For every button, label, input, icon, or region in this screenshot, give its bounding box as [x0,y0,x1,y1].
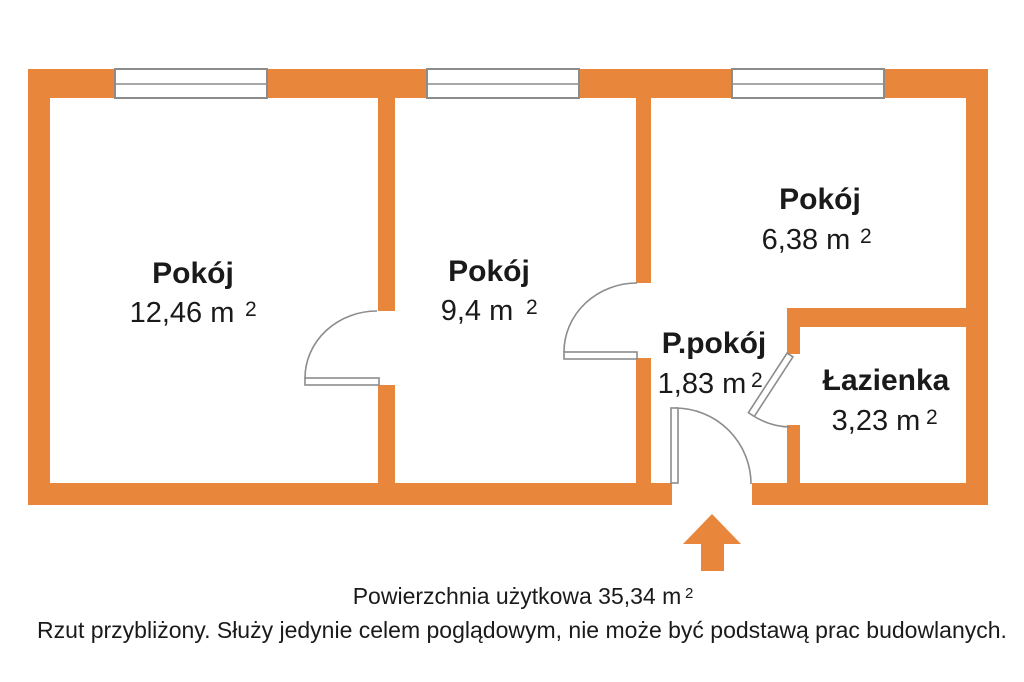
room1-label: Pokój 12,46 m 2 [130,257,257,329]
room-name-label: Łazienka [823,364,950,397]
room-name-label: Pokój [779,183,861,216]
room-area-label: 9,4 m [441,295,514,327]
hall-label: P.pokój 1,83 m 2 [658,327,767,400]
room-labels: Pokój 12,46 m 2 Pokój 9,4 m 2 Pokój 6,38… [130,183,950,437]
door-symbol-bathroom [747,351,795,428]
window-symbol [731,68,885,99]
doors [304,282,795,485]
room-area-sup: 2 [245,298,257,321]
wall-right [966,69,988,505]
door-symbol-room2 [563,282,638,360]
disclaimer-label: Rzut przybliżony. Służy jedynie celem po… [37,617,1007,643]
door-symbol-room1 [304,310,380,386]
room-name-label: Pokój [448,255,530,288]
wall-room2-hall-lower [636,358,651,483]
bathroom-label: Łazienka 3,23 m 2 [823,364,950,437]
door-symbol-entrance [670,407,752,485]
interior-walls [378,98,966,483]
footer: Powierzchnia użytkowa 35,34 m 2 Rzut prz… [37,583,1007,643]
room-name-label: Pokój [152,257,234,290]
window-symbol [114,68,268,99]
total-area-label: Powierzchnia użytkowa 35,34 m [353,583,682,609]
windows [114,68,885,99]
wall-bathroom-left-upper [787,327,800,354]
total-area-sup: 2 [685,585,693,602]
wall-room2-hall-upper [636,98,651,283]
room2-label: Pokój 9,4 m 2 [441,255,538,327]
room3-label: Pokój 6,38 m 2 [762,183,872,256]
room-area-sup: 2 [860,225,872,248]
entrance-arrow-icon [683,514,741,571]
room-area-label: 12,46 m [130,297,235,329]
wall-left [28,69,50,505]
wall-bottom-left [28,483,672,505]
wall-bathroom-left-lower [787,425,800,483]
wall-room1-room2-lower [378,385,395,483]
window-symbol [426,68,580,99]
room-area-sup: 2 [751,369,763,392]
wall-room1-room2-upper [378,98,395,311]
room-name-label: P.pokój [662,327,766,360]
room-area-label: 3,23 m [832,405,921,437]
room-area-sup: 2 [926,406,938,429]
wall-bottom-right [752,483,988,505]
room-area-label: 6,38 m [762,224,851,256]
room-area-sup: 2 [526,296,538,319]
room-area-label: 1,83 m [658,368,747,400]
wall-bathroom-top [787,308,966,327]
